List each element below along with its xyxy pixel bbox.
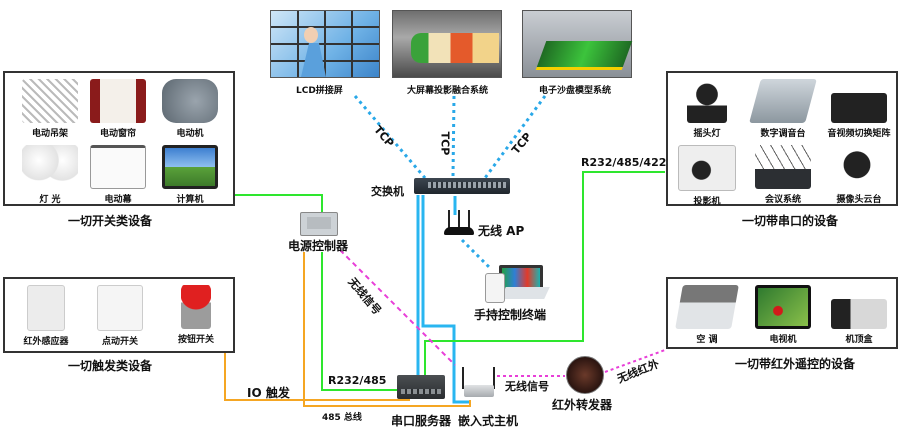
ap-label: 无线 AP [478, 224, 525, 238]
handheld-terminal-icon [485, 265, 550, 303]
top-system-label-sandtable: 电子沙盘模型系统 [539, 86, 612, 96]
device-conference-system: 会议系统 [748, 145, 818, 205]
device-push-button: 按钮开关 [161, 285, 231, 345]
top-system-label-fusion: 大屏幕投影融合系统 [407, 86, 489, 96]
group-serial-devices: 摇头灯 数字调音台 音视频切换矩阵 投影机 会议系统 摄像头云台 [666, 71, 898, 207]
audio-mixer-icon [749, 79, 817, 123]
tcp-link-sandtable [483, 95, 547, 179]
moving-head-light-icon [687, 79, 727, 123]
caption-trigger-devices: 一切触发类设备 [68, 359, 153, 373]
device-motorized-lift: 电动吊架 [15, 79, 85, 139]
io-trigger-link [224, 352, 410, 401]
bus-485-link [303, 252, 471, 407]
wireless-power-host [339, 249, 456, 366]
light-bulb-icon [22, 145, 78, 189]
serial-link-switchbox-power [233, 194, 323, 213]
ethernet-switch-embedded-host [421, 195, 470, 404]
embedded-host-icon [460, 367, 498, 397]
device-set-top-box: 机顶盒 [824, 285, 894, 345]
motorized-screen-icon [90, 145, 146, 189]
group-switch-devices: 电动吊架 电动窗帘 电动机 灯 光 电动幕 计算机 [3, 71, 235, 206]
link-label-r232-485-422: R232/485/422 [581, 156, 667, 169]
ir-transmitter-icon [566, 356, 604, 394]
group-trigger-devices: 红外感应器 点动开关 按钮开关 [3, 277, 235, 353]
tcp-link-fusion [451, 95, 456, 177]
push-button-icon [181, 285, 211, 329]
link-label-485-bus: 485 总线 [322, 413, 362, 423]
link-label-io-trigger: IO 触发 [247, 386, 290, 400]
projection-fusion-icon [392, 10, 502, 78]
video-wall-icon [270, 10, 380, 78]
embedded-host-label: 嵌入式主机 [458, 414, 519, 428]
wireless-ap-icon [444, 210, 474, 238]
power-controller-label: 电源控制器 [288, 239, 349, 253]
av-matrix-icon [831, 93, 887, 123]
caption-serial-devices: 一切带串口的设备 [742, 214, 839, 228]
set-top-box-icon [831, 299, 887, 329]
switch-label: 交换机 [371, 185, 404, 198]
serial-server-label: 串口服务器 [391, 414, 452, 428]
motorized-lift-icon [22, 79, 78, 123]
tv-icon [755, 285, 811, 329]
device-lights: 灯 光 [15, 145, 85, 205]
conference-system-icon [755, 145, 811, 189]
device-ptz-camera: 摄像头云台 [824, 145, 894, 205]
top-system-label-lcd: LCD拼接屏 [296, 86, 343, 96]
computer-icon [162, 145, 218, 189]
device-av-matrix: 音视频切换矩阵 [824, 79, 894, 139]
ir-transmitter-label: 红外转发器 [552, 398, 613, 412]
projector-icon [678, 145, 736, 191]
device-projector: 投影机 [672, 145, 742, 207]
serial-server-icon [397, 375, 445, 399]
device-infrared-sensor: 红外感应器 [11, 285, 81, 347]
device-motorized-screen: 电动幕 [83, 145, 153, 205]
device-air-conditioner: 空 调 [672, 285, 742, 345]
device-audio-mixer: 数字调音台 [748, 79, 818, 139]
wall-switch-icon [97, 285, 143, 331]
serial-link-serialdevices [424, 171, 665, 380]
motorized-curtain-icon [90, 79, 146, 123]
wifi-ap-handheld [460, 238, 492, 270]
group-ir-devices: 空 调 电视机 机顶盒 [666, 277, 898, 349]
caption-switch-devices: 一切开关类设备 [68, 214, 153, 228]
link-label-wireless-signal-2: 无线信号 [505, 380, 549, 393]
device-wall-switch: 点动开关 [85, 285, 155, 347]
caption-ir-devices: 一切带红外遥控的设备 [735, 357, 856, 371]
device-motor: 电动机 [155, 79, 225, 139]
power-controller-icon [300, 212, 338, 236]
wireless-ir-devices [604, 349, 666, 373]
tcp-label-center: TCP [438, 131, 452, 156]
device-computer: 计算机 [155, 145, 225, 205]
motor-icon [162, 79, 218, 123]
handheld-label: 手持控制终端 [474, 308, 547, 322]
infrared-sensor-icon [27, 285, 65, 331]
serial-link-power-serialserver [321, 252, 405, 391]
network-switch-icon [414, 178, 510, 194]
device-motorized-curtain: 电动窗帘 [83, 79, 153, 139]
device-tv: 电视机 [748, 285, 818, 345]
air-conditioner-icon [675, 285, 739, 329]
link-label-r232-485: R232/485 [328, 374, 387, 387]
ptz-camera-icon [839, 145, 879, 189]
sand-table-icon [522, 10, 633, 78]
device-moving-head-light: 摇头灯 [672, 79, 742, 139]
